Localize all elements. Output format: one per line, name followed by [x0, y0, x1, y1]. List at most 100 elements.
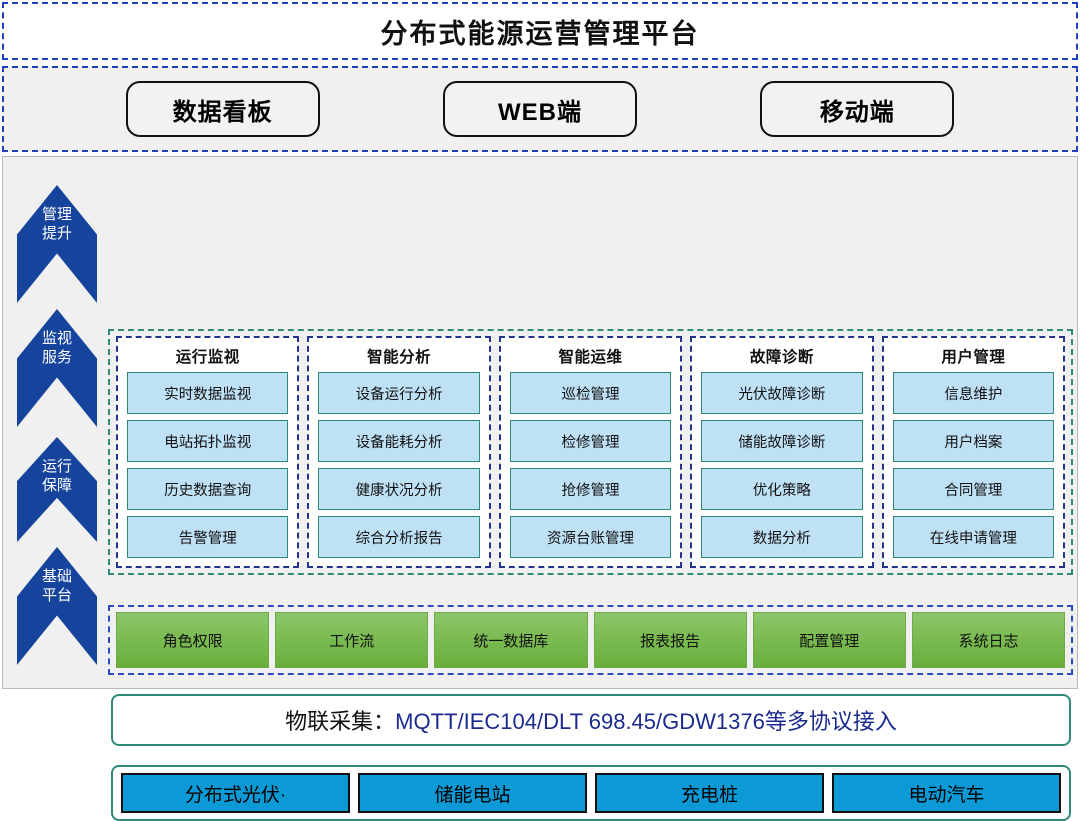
- device-items: 分布式光伏· 储能电站 充电桩 电动汽车: [121, 773, 1061, 813]
- support-item-label: 统一数据库: [473, 632, 549, 650]
- rail-item-management-improvement: 管理提升: [17, 185, 97, 303]
- module-group-title: 运行监视: [175, 349, 240, 366]
- module-group-user-management: 用户管理 信息维护 用户档案 合同管理 在线申请管理: [881, 336, 1066, 568]
- application-columns: 运行监视 实时数据监视 电站拓扑监视 历史数据查询 告警管理 智能分析 设备运行…: [116, 336, 1066, 568]
- device-item-label: 充电桩: [680, 784, 738, 806]
- support-item-label: 工作流: [329, 632, 375, 650]
- rail-item-base-platform: 基础平台: [17, 547, 97, 665]
- tab-label: 移动端: [819, 98, 895, 126]
- module-card-label: 抢修管理: [561, 482, 620, 499]
- module-card-label: 实时数据监视: [164, 386, 252, 403]
- support-item-label: 角色权限: [162, 632, 223, 650]
- module-group-title: 智能运维: [558, 349, 623, 366]
- iot-protocol-list: MQTT/IEC104/DLT 698.45/GDW1376等多协议接入: [395, 709, 897, 734]
- module-card[interactable]: 设备能耗分析: [318, 420, 480, 462]
- module-list: 信息维护 用户档案 合同管理 在线申请管理: [892, 372, 1055, 558]
- module-card[interactable]: 电站拓扑监视: [127, 420, 289, 462]
- client-tabs: 数据看板 WEB端 移动端: [4, 68, 1076, 150]
- module-card[interactable]: 历史数据查询: [127, 468, 289, 510]
- module-card[interactable]: 优化策略: [701, 468, 863, 510]
- rail-item-label: 管理提升: [41, 206, 72, 242]
- support-item-label: 报表报告: [640, 632, 701, 650]
- module-card[interactable]: 实时数据监视: [127, 372, 289, 414]
- module-card-label: 检修管理: [561, 434, 620, 451]
- module-card[interactable]: 用户档案: [892, 420, 1055, 462]
- module-list: 实时数据监视 电站拓扑监视 历史数据查询 告警管理: [127, 372, 289, 558]
- module-group-intelligent-analysis: 智能分析 设备运行分析 设备能耗分析 健康状况分析 综合分析报告: [307, 336, 491, 568]
- rail-item-label: 运行保障: [41, 458, 72, 494]
- module-card[interactable]: 资源台账管理: [509, 516, 672, 558]
- support-item-role-permission[interactable]: 角色权限: [116, 612, 270, 668]
- rail-item-label: 监视服务: [41, 330, 72, 366]
- module-group-title: 用户管理: [941, 349, 1006, 366]
- module-list: 巡检管理 检修管理 抢修管理 资源台账管理: [509, 372, 672, 558]
- support-item-report[interactable]: 报表报告: [593, 612, 747, 668]
- device-item-label: 储能电站: [434, 784, 511, 806]
- rail-item-operation-assurance: 运行保障: [17, 437, 97, 542]
- module-card-label: 健康状况分析: [355, 482, 443, 499]
- module-card[interactable]: 储能故障诊断: [701, 420, 863, 462]
- module-card[interactable]: 检修管理: [509, 420, 672, 462]
- module-group-intelligent-om: 智能运维 巡检管理 检修管理 抢修管理 资源台账管理: [498, 336, 683, 568]
- support-item-label: 配置管理: [799, 632, 860, 650]
- module-card-label: 告警管理: [178, 530, 237, 547]
- module-card-label: 优化策略: [752, 482, 811, 499]
- module-card-label: 储能故障诊断: [738, 434, 826, 451]
- device-item-label: 电动汽车: [908, 784, 985, 806]
- iot-acquisition-label: 物联采集：: [285, 709, 396, 734]
- application-layer: 运行监视 实时数据监视 电站拓扑监视 历史数据查询 告警管理 智能分析 设备运行…: [108, 329, 1073, 575]
- rail-item-label: 基础平台: [41, 568, 72, 604]
- page-title: 分布式能源运营管理平台: [380, 18, 700, 49]
- module-card[interactable]: 设备运行分析: [318, 372, 480, 414]
- device-item-distributed-pv[interactable]: 分布式光伏·: [121, 773, 350, 813]
- device-item-electric-vehicle[interactable]: 电动汽车: [832, 773, 1061, 813]
- module-card-label: 在线申请管理: [929, 530, 1017, 547]
- module-card-label: 合同管理: [944, 482, 1003, 499]
- support-item-config-management[interactable]: 配置管理: [752, 612, 906, 668]
- module-card-label: 光伏故障诊断: [738, 386, 826, 403]
- module-card[interactable]: 巡检管理: [509, 372, 672, 414]
- support-layer: 角色权限 工作流 统一数据库 报表报告 配置管理 系统日志: [108, 605, 1073, 675]
- module-card[interactable]: 告警管理: [127, 516, 289, 558]
- module-card[interactable]: 数据分析: [701, 516, 863, 558]
- module-card-label: 电站拓扑监视: [164, 434, 252, 451]
- support-item-label: 系统日志: [958, 632, 1019, 650]
- tab-data-dashboard[interactable]: 数据看板: [125, 81, 320, 137]
- support-items: 角色权限 工作流 统一数据库 报表报告 配置管理 系统日志: [116, 612, 1066, 668]
- module-card[interactable]: 光伏故障诊断: [701, 372, 863, 414]
- module-card-label: 资源台账管理: [547, 530, 635, 547]
- module-card-label: 历史数据查询: [164, 482, 252, 499]
- architecture-body: 管理提升 监视服务 运行保障 基础平台 运行监视 实时数据监视 电站拓扑监视: [2, 156, 1078, 821]
- module-card-label: 信息维护: [944, 386, 1003, 403]
- device-layer: 分布式光伏· 储能电站 充电桩 电动汽车: [111, 765, 1071, 821]
- tab-label: 数据看板: [172, 98, 273, 126]
- module-group-operation-monitoring: 运行监视 实时数据监视 电站拓扑监视 历史数据查询 告警管理: [116, 336, 300, 568]
- module-card-label: 设备能耗分析: [355, 434, 443, 451]
- module-card[interactable]: 在线申请管理: [892, 516, 1055, 558]
- platform-title-band: 分布式能源运营管理平台: [2, 2, 1078, 60]
- support-item-workflow[interactable]: 工作流: [275, 612, 429, 668]
- module-card[interactable]: 合同管理: [892, 468, 1055, 510]
- client-layer-band: 数据看板 WEB端 移动端: [2, 66, 1078, 152]
- module-list: 光伏故障诊断 储能故障诊断 优化策略 数据分析: [701, 372, 863, 558]
- device-item-energy-storage[interactable]: 储能电站: [358, 773, 587, 813]
- device-item-charging-pile[interactable]: 充电桩: [595, 773, 824, 813]
- support-item-system-log[interactable]: 系统日志: [911, 612, 1066, 668]
- tab-web-client[interactable]: WEB端: [442, 81, 637, 137]
- module-card-label: 用户档案: [944, 434, 1003, 451]
- rail-item-monitoring-service: 监视服务: [17, 309, 97, 427]
- module-group-fault-diagnosis: 故障诊断 光伏故障诊断 储能故障诊断 优化策略 数据分析: [690, 336, 874, 568]
- module-card-label: 巡检管理: [561, 386, 620, 403]
- support-item-unified-database[interactable]: 统一数据库: [434, 612, 588, 668]
- module-list: 设备运行分析 设备能耗分析 健康状况分析 综合分析报告: [318, 372, 480, 558]
- module-group-title: 智能分析: [367, 349, 432, 366]
- module-group-title: 故障诊断: [749, 349, 814, 366]
- tab-label: WEB端: [497, 98, 582, 126]
- tab-mobile-client[interactable]: 移动端: [760, 81, 955, 137]
- module-card[interactable]: 抢修管理: [509, 468, 672, 510]
- module-card[interactable]: 健康状况分析: [318, 468, 480, 510]
- module-card[interactable]: 综合分析报告: [318, 516, 480, 558]
- layer-rail: 管理提升 监视服务 运行保障 基础平台: [11, 175, 103, 678]
- module-card[interactable]: 信息维护: [892, 372, 1055, 414]
